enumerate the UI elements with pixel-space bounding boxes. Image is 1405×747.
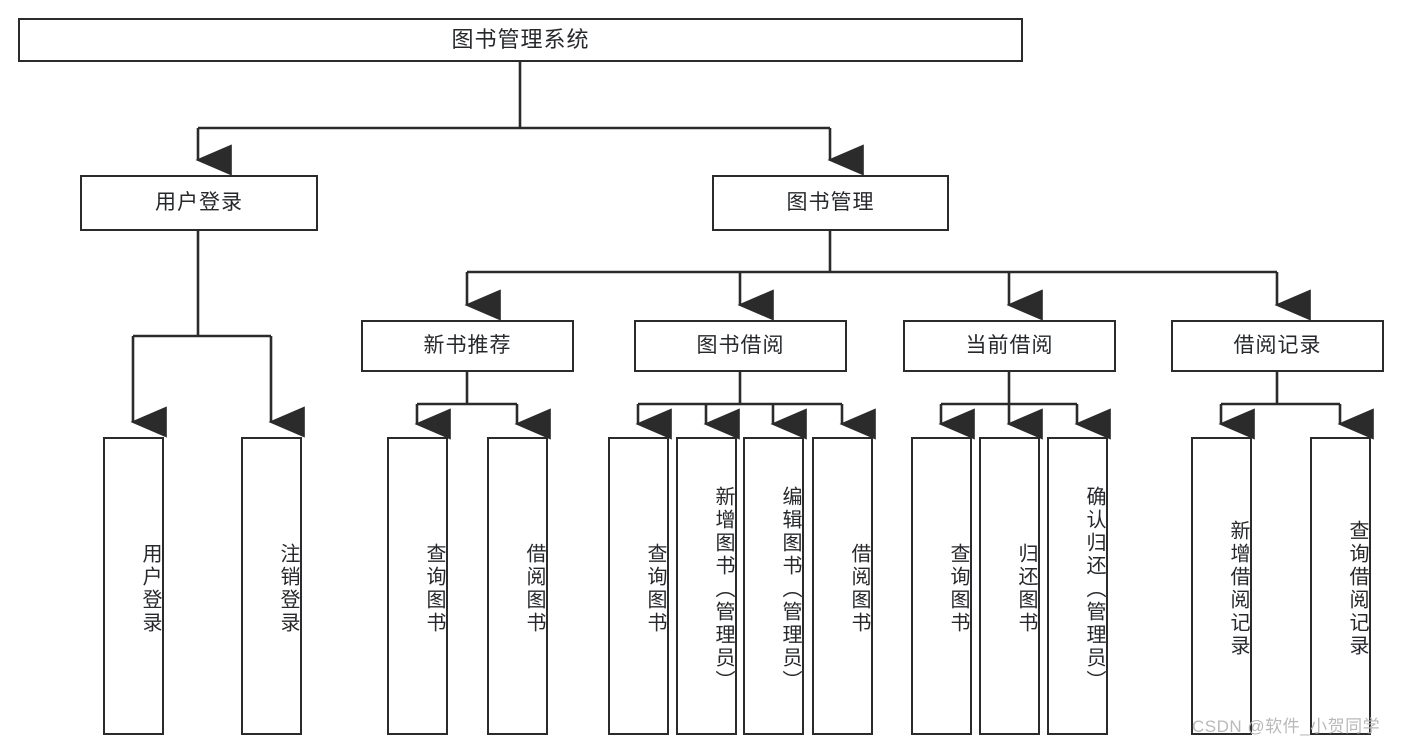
node-label: 查询图书 [947, 543, 969, 635]
leaf-user-login[interactable]: 用户登录 [103, 437, 164, 735]
leaf-query-borrow-record[interactable]: 查询借阅记录 [1310, 437, 1371, 735]
node-current-borrow[interactable]: 当前借阅 [903, 320, 1116, 372]
leaf-query-book-borrow[interactable]: 查询图书 [608, 437, 669, 735]
node-label: 新增图书（管理员） [712, 485, 734, 693]
leaf-logout-login[interactable]: 注销登录 [241, 437, 302, 735]
node-label: 编辑图书（管理员） [779, 485, 801, 693]
node-borrow-record[interactable]: 借阅记录 [1171, 320, 1384, 372]
node-label: 新书推荐 [423, 334, 512, 358]
leaf-query-book-recommend[interactable]: 查询图书 [387, 437, 448, 735]
leaf-add-borrow-record[interactable]: 新增借阅记录 [1191, 437, 1252, 735]
node-user-login[interactable]: 用户登录 [80, 175, 318, 231]
node-book-borrow[interactable]: 图书借阅 [634, 320, 847, 372]
node-label: 归还图书 [1015, 543, 1037, 635]
leaf-confirm-return-admin[interactable]: 确认归还（管理员） [1047, 437, 1108, 735]
node-label: 注销登录 [277, 543, 299, 635]
watermark-text: CSDN @软件_小贺同学 [1192, 717, 1381, 736]
node-label: 确认归还（管理员） [1083, 485, 1105, 693]
node-label: 图书管理 [786, 191, 875, 215]
node-label: 借阅图书 [523, 543, 545, 635]
node-new-book-recommend[interactable]: 新书推荐 [361, 320, 574, 372]
node-label: 查询借阅记录 [1346, 520, 1368, 658]
node-label: 借阅记录 [1233, 334, 1322, 358]
node-root-book-management-system[interactable]: 图书管理系统 [18, 18, 1023, 62]
node-book-management[interactable]: 图书管理 [712, 175, 949, 231]
leaf-borrow-book-recommend[interactable]: 借阅图书 [487, 437, 548, 735]
leaf-borrow-book[interactable]: 借阅图书 [812, 437, 873, 735]
node-label: 查询图书 [644, 543, 666, 635]
node-label: 新增借阅记录 [1227, 520, 1249, 658]
node-label: 图书借阅 [696, 334, 785, 358]
node-label: 图书管理系统 [451, 26, 590, 52]
leaf-query-book-current[interactable]: 查询图书 [911, 437, 972, 735]
node-label: 当前借阅 [965, 334, 1054, 358]
node-label: 借阅图书 [848, 543, 870, 635]
node-label: 查询图书 [423, 543, 445, 635]
leaf-edit-book-admin[interactable]: 编辑图书（管理员） [743, 437, 804, 735]
leaf-return-book[interactable]: 归还图书 [979, 437, 1040, 735]
node-label: 用户登录 [139, 543, 161, 635]
node-label: 用户登录 [155, 191, 243, 215]
leaf-add-book-admin[interactable]: 新增图书（管理员） [676, 437, 737, 735]
